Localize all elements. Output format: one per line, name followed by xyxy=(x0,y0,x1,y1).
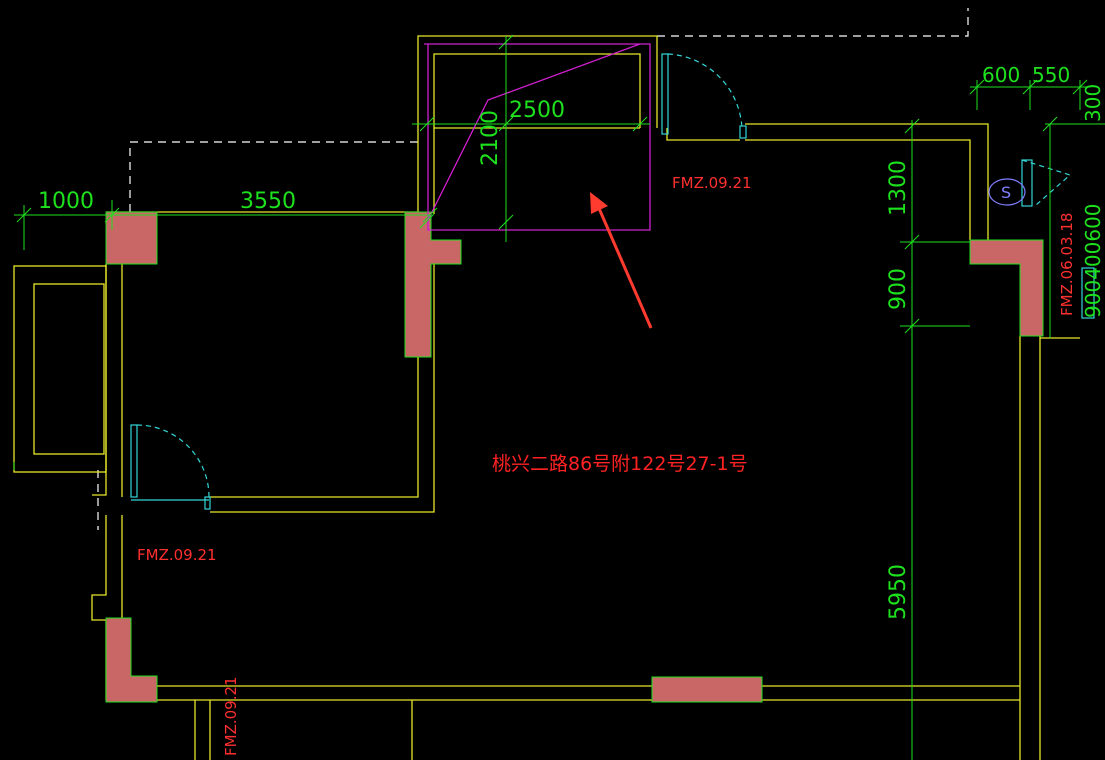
fixture-outline xyxy=(424,43,651,231)
dimension-2500: 2500 xyxy=(509,98,565,123)
symbol-circle xyxy=(988,178,1026,206)
dashed-outlines xyxy=(97,8,969,530)
dimension-stack-right: 900400600 xyxy=(1081,203,1105,318)
column xyxy=(404,211,462,358)
dimension-2100: 2100 xyxy=(478,110,503,166)
walls xyxy=(13,35,1080,760)
dimension-900: 900 xyxy=(886,268,911,310)
dimension-1000: 1000 xyxy=(38,189,94,214)
symbol-s-label: S xyxy=(1001,183,1011,202)
annotation-arrow xyxy=(590,192,653,329)
doors xyxy=(130,53,1095,510)
dimension-lines xyxy=(13,34,1105,760)
column xyxy=(969,239,1044,337)
door-label-top: FMZ.09.21 xyxy=(672,174,752,192)
dimension-600: 600 xyxy=(982,63,1020,87)
structural-columns xyxy=(105,211,1044,703)
socket-symbol: S xyxy=(988,178,1026,206)
column xyxy=(105,211,158,265)
dimension-300: 300 xyxy=(1081,84,1105,122)
dimension-labels: 1000 3550 2500 2100 600 550 1300 900 595… xyxy=(38,63,1105,620)
door-label-bottom: FMZ.09.21 xyxy=(222,676,240,756)
dimension-5950: 5950 xyxy=(886,564,911,620)
dimension-1300: 1300 xyxy=(886,160,911,216)
dimension-3550: 3550 xyxy=(240,189,296,214)
door-labels: FMZ.09.21 FMZ.09.21 FMZ.09.21 FMZ.06.03.… xyxy=(137,174,1076,756)
column xyxy=(105,617,158,703)
column xyxy=(651,676,763,703)
address-label: 桃兴二路86号附122号27-1号 xyxy=(492,453,748,475)
door-label-right: FMZ.06.03.18 xyxy=(1058,213,1076,316)
dimension-550: 550 xyxy=(1032,63,1070,87)
door-label-left: FMZ.09.21 xyxy=(137,546,217,564)
